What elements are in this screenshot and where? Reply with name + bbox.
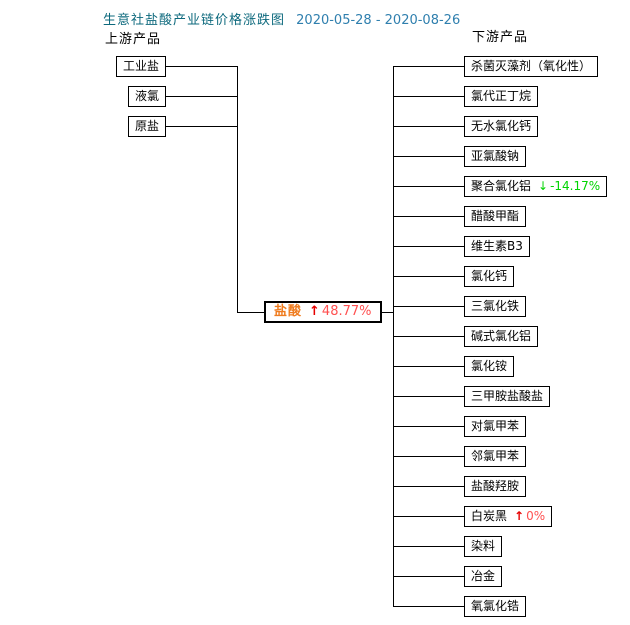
downstream-node[interactable]: 染料 bbox=[464, 535, 503, 557]
product-label: 聚合氯化铝 bbox=[471, 178, 532, 193]
downstream-row: 冶金 bbox=[464, 561, 503, 591]
product-label: 氯代正丁烷 bbox=[471, 88, 532, 103]
product-label: 盐酸羟胺 bbox=[471, 478, 520, 493]
change-percent: 48.77% bbox=[321, 304, 372, 319]
product-label: 白炭黑 bbox=[471, 508, 508, 523]
downstream-node[interactable]: 冶金 bbox=[464, 565, 503, 587]
product-label: 醋酸甲酯 bbox=[471, 208, 520, 223]
downstream-row: 聚合氯化铝 ↓-14.17% bbox=[464, 171, 608, 201]
downstream-row: 氧氯化锆 bbox=[464, 591, 527, 621]
upstream-node[interactable]: 原盐 bbox=[127, 115, 166, 137]
product-label: 维生素B3 bbox=[471, 238, 523, 253]
downstream-node[interactable]: 无水氯化钙 bbox=[464, 115, 539, 137]
product-label: 无水氯化钙 bbox=[471, 118, 532, 133]
downstream-node[interactable]: 碱式氯化铝 bbox=[464, 325, 539, 347]
downstream-row: 氯化铵 bbox=[464, 351, 515, 381]
downstream-row: 维生素B3 bbox=[464, 231, 530, 261]
downstream-row: 碱式氯化铝 bbox=[464, 321, 539, 351]
downstream-node[interactable]: 聚合氯化铝 ↓-14.17% bbox=[464, 175, 608, 197]
up-arrow-icon: ↑ bbox=[514, 508, 525, 523]
down-arrow-icon: ↓ bbox=[538, 178, 549, 193]
downstream-node[interactable]: 三氯化铁 bbox=[464, 295, 527, 317]
product-label: 液氯 bbox=[134, 88, 159, 103]
title-text: 生意社盐酸产业链价格涨跌图 bbox=[103, 13, 286, 28]
downstream-row: 邻氯甲苯 bbox=[464, 441, 527, 471]
product-label: 对氯甲苯 bbox=[471, 418, 520, 433]
downstream-node[interactable]: 三甲胺盐酸盐 bbox=[464, 385, 551, 407]
downstream-node[interactable]: 氯代正丁烷 bbox=[464, 85, 539, 107]
product-label: 工业盐 bbox=[122, 58, 159, 73]
upstream-row: 原盐 bbox=[127, 111, 166, 141]
product-label: 染料 bbox=[471, 538, 496, 553]
downstream-header: 下游产品 bbox=[472, 30, 529, 45]
downstream-node[interactable]: 氯化铵 bbox=[464, 355, 515, 377]
downstream-row: 盐酸羟胺 bbox=[464, 471, 527, 501]
title-date-range: 2020-05-28 - 2020-08-26 bbox=[296, 13, 461, 28]
change-percent: 0% bbox=[526, 508, 546, 523]
downstream-row: 染料 bbox=[464, 531, 503, 561]
downstream-row: 三氯化铁 bbox=[464, 291, 527, 321]
downstream-node[interactable]: 邻氯甲苯 bbox=[464, 445, 527, 467]
product-label: 碱式氯化铝 bbox=[471, 328, 532, 343]
downstream-row: 亚氯酸钠 bbox=[464, 141, 527, 171]
downstream-node[interactable]: 杀菌灭藻剂（氧化性） bbox=[464, 55, 599, 77]
downstream-node[interactable]: 维生素B3 bbox=[464, 235, 530, 257]
product-label: 亚氯酸钠 bbox=[471, 148, 520, 163]
upstream-node[interactable]: 工业盐 bbox=[115, 55, 166, 77]
downstream-row: 三甲胺盐酸盐 bbox=[464, 381, 551, 411]
downstream-node[interactable]: 氯化钙 bbox=[464, 265, 515, 287]
product-label: 氯化钙 bbox=[471, 268, 508, 283]
downstream-row: 醋酸甲酯 bbox=[464, 201, 527, 231]
product-label: 氧氯化锆 bbox=[471, 598, 520, 613]
up-arrow-icon: ↑ bbox=[309, 304, 320, 319]
downstream-node[interactable]: 亚氯酸钠 bbox=[464, 145, 527, 167]
downstream-node[interactable]: 氧氯化锆 bbox=[464, 595, 527, 617]
upstream-column: 工业盐 液氯 原盐 bbox=[0, 51, 166, 141]
product-label: 原盐 bbox=[134, 118, 159, 133]
product-label: 三甲胺盐酸盐 bbox=[471, 388, 544, 403]
downstream-row: 无水氯化钙 bbox=[464, 111, 539, 141]
downstream-row: 对氯甲苯 bbox=[464, 411, 527, 441]
page-title: 生意社盐酸产业链价格涨跌图 2020-05-28 - 2020-08-26 bbox=[103, 9, 460, 28]
product-label: 盐酸 bbox=[274, 304, 303, 319]
downstream-column: 杀菌灭藻剂（氧化性） 氯代正丁烷 无水氯化钙 亚氯酸钠 聚合氯化铝 ↓-14.17… bbox=[464, 51, 608, 621]
product-label: 杀菌灭藻剂（氧化性） bbox=[471, 58, 592, 73]
downstream-row: 氯化钙 bbox=[464, 261, 515, 291]
downstream-node[interactable]: 对氯甲苯 bbox=[464, 415, 527, 437]
downstream-row: 杀菌灭藻剂（氧化性） bbox=[464, 51, 599, 81]
downstream-node[interactable]: 白炭黑 ↑0% bbox=[464, 505, 553, 527]
downstream-node[interactable]: 醋酸甲酯 bbox=[464, 205, 527, 227]
downstream-row: 白炭黑 ↑0% bbox=[464, 501, 553, 531]
center-node-hydrochloric-acid[interactable]: 盐酸 ↑48.77% bbox=[264, 301, 382, 323]
upstream-row: 液氯 bbox=[127, 81, 166, 111]
upstream-header: 上游产品 bbox=[105, 32, 162, 47]
downstream-node[interactable]: 盐酸羟胺 bbox=[464, 475, 527, 497]
product-label: 冶金 bbox=[471, 568, 496, 583]
downstream-row: 氯代正丁烷 bbox=[464, 81, 539, 111]
product-label: 三氯化铁 bbox=[471, 298, 520, 313]
change-percent: -14.17% bbox=[550, 178, 601, 193]
upstream-row: 工业盐 bbox=[115, 51, 166, 81]
product-label: 氯化铵 bbox=[471, 358, 508, 373]
upstream-node[interactable]: 液氯 bbox=[127, 85, 166, 107]
product-label: 邻氯甲苯 bbox=[471, 448, 520, 463]
